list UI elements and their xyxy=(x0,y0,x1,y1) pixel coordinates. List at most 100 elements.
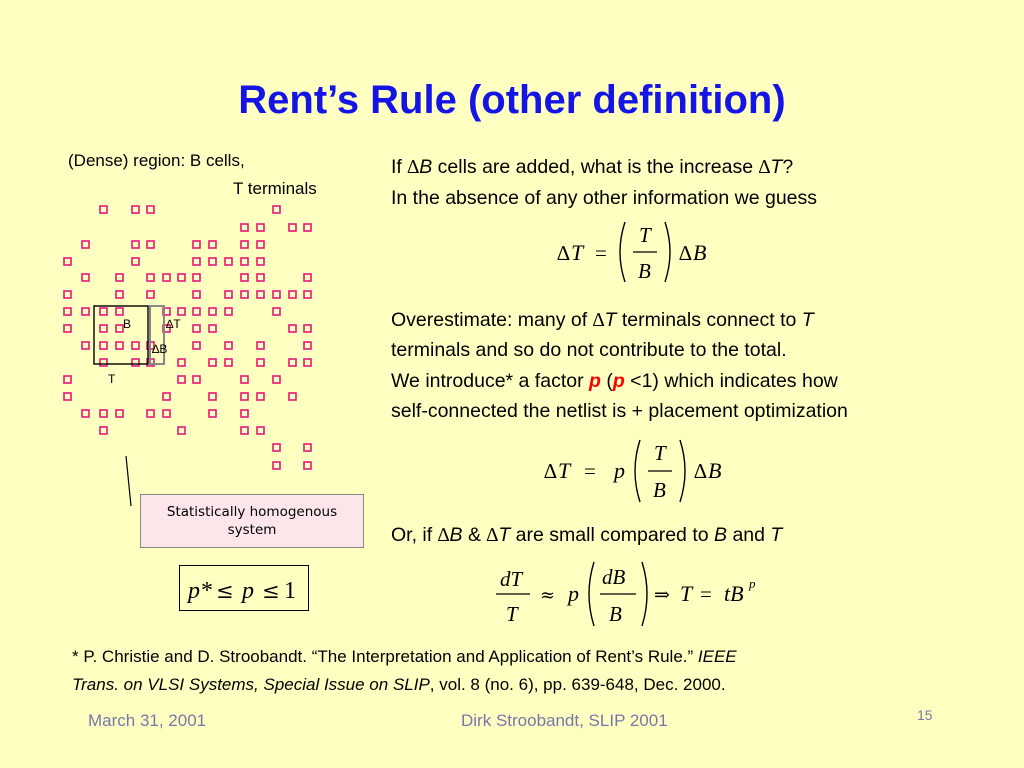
cell-square xyxy=(208,307,217,316)
cell-square xyxy=(240,290,249,299)
cell-square xyxy=(256,223,265,232)
cell-square xyxy=(256,290,265,299)
or-line: Or, if ∆B & ∆T are small compared to B a… xyxy=(391,524,782,546)
cell-square xyxy=(256,426,265,435)
cell-square xyxy=(240,375,249,384)
svg-text:B: B xyxy=(708,458,721,483)
overestimate-line-2: terminals and so do not contribute to th… xyxy=(391,339,787,361)
footer-author: Dirk Stroobandt, SLIP 2001 xyxy=(461,711,668,730)
svg-text:=: = xyxy=(595,241,607,265)
footnote-1a: * P. Christie and D. Stroobandt. “The In… xyxy=(72,647,698,666)
cell-square xyxy=(303,223,312,232)
or-a: Or, if xyxy=(391,524,438,546)
grid-label-delta-T: ∆T xyxy=(166,317,181,331)
over-T: T xyxy=(604,309,617,331)
region-label-terminals: T terminals xyxy=(233,179,317,198)
cell-square xyxy=(131,341,140,350)
q-mid: cells are added, what is the increase xyxy=(432,156,759,178)
intro-p: p xyxy=(589,370,601,392)
cell-square xyxy=(272,443,281,452)
cell-square xyxy=(146,205,155,214)
cell-square xyxy=(63,375,72,384)
cell-square xyxy=(63,257,72,266)
cell-square xyxy=(81,409,90,418)
homogenous-line-2: system xyxy=(227,522,277,538)
formula-delta-T-basic: ∆ T = T B ∆ B xyxy=(557,221,706,283)
homogenous-system-box: Statistically homogenous system xyxy=(140,494,364,548)
svg-text:T: T xyxy=(680,581,694,606)
cell-square xyxy=(208,240,217,249)
cell-square xyxy=(131,205,140,214)
cell-square xyxy=(146,240,155,249)
cell-square xyxy=(303,461,312,470)
over-b: terminals connect to xyxy=(616,309,802,331)
svg-text:∆: ∆ xyxy=(694,459,707,483)
cell-square xyxy=(303,341,312,350)
svg-text:T: T xyxy=(506,602,519,626)
cell-square xyxy=(177,375,186,384)
footnote-1b: IEEE xyxy=(697,647,737,666)
p-bounds-formula: p * ≤ p ≤ 1 xyxy=(186,578,296,604)
svg-text:B: B xyxy=(638,259,651,283)
introduce-line-1: We introduce* a factor p (p <1) which in… xyxy=(391,370,838,392)
cell-square xyxy=(240,273,249,282)
cell-squares xyxy=(63,205,312,470)
intro-a: We introduce* a factor xyxy=(391,370,589,392)
svg-text:T: T xyxy=(654,441,667,465)
cell-square xyxy=(63,290,72,299)
or-B: B xyxy=(449,524,463,546)
cell-square xyxy=(224,257,233,266)
over-T2: T xyxy=(801,309,814,331)
svg-text:tB: tB xyxy=(724,581,744,606)
footnote-2b: , vol. 8 (no. 6), pp. 639-648, Dec. 2000… xyxy=(429,675,726,694)
cell-square xyxy=(131,257,140,266)
cell-square xyxy=(303,290,312,299)
over-delta: ∆ xyxy=(592,310,605,331)
cell-square xyxy=(256,358,265,367)
grid-label-delta-B: ∆B xyxy=(152,342,168,356)
cell-square xyxy=(303,443,312,452)
pointer-line xyxy=(125,455,132,507)
cell-square xyxy=(81,273,90,282)
region-label-cells: (Dense) region: B cells, xyxy=(68,151,245,170)
q-B: B xyxy=(419,156,433,178)
cell-square xyxy=(208,409,217,418)
cell-square xyxy=(115,307,124,316)
svg-text:p: p xyxy=(186,578,200,604)
cell-square xyxy=(99,205,108,214)
homogenous-line-1: Statistically homogenous xyxy=(166,504,338,520)
cell-square xyxy=(162,392,171,401)
cell-square xyxy=(177,273,186,282)
cell-square xyxy=(192,257,201,266)
q-delta2: ∆ xyxy=(758,157,771,178)
cell-square xyxy=(288,223,297,232)
svg-text:≤: ≤ xyxy=(262,579,280,603)
cell-square xyxy=(224,341,233,350)
svg-text:dB: dB xyxy=(602,565,626,589)
or-mid: are small compared to xyxy=(510,524,715,546)
cell-square xyxy=(303,324,312,333)
cell-square xyxy=(192,341,201,350)
svg-text:∆: ∆ xyxy=(679,241,692,265)
cell-square xyxy=(240,257,249,266)
cell-square xyxy=(272,307,281,316)
grid-label-T: T xyxy=(108,372,116,386)
cell-square xyxy=(63,392,72,401)
intro-b: ( xyxy=(600,370,613,392)
intro-p2: p xyxy=(612,370,625,392)
or-delta1: ∆ xyxy=(437,525,450,546)
cell-square xyxy=(303,273,312,282)
cell-square xyxy=(162,273,171,282)
svg-text:p: p xyxy=(748,576,756,591)
cell-square xyxy=(240,240,249,249)
cell-square xyxy=(99,324,108,333)
cell-square xyxy=(303,358,312,367)
cell-square xyxy=(272,205,281,214)
cell-square xyxy=(177,358,186,367)
cell-square xyxy=(224,307,233,316)
footnote-2a: Trans. on VLSI Systems, Special Issue on… xyxy=(72,675,430,694)
cell-square xyxy=(192,307,201,316)
cell-square xyxy=(115,324,124,333)
cell-square xyxy=(99,409,108,418)
cell-square xyxy=(208,257,217,266)
